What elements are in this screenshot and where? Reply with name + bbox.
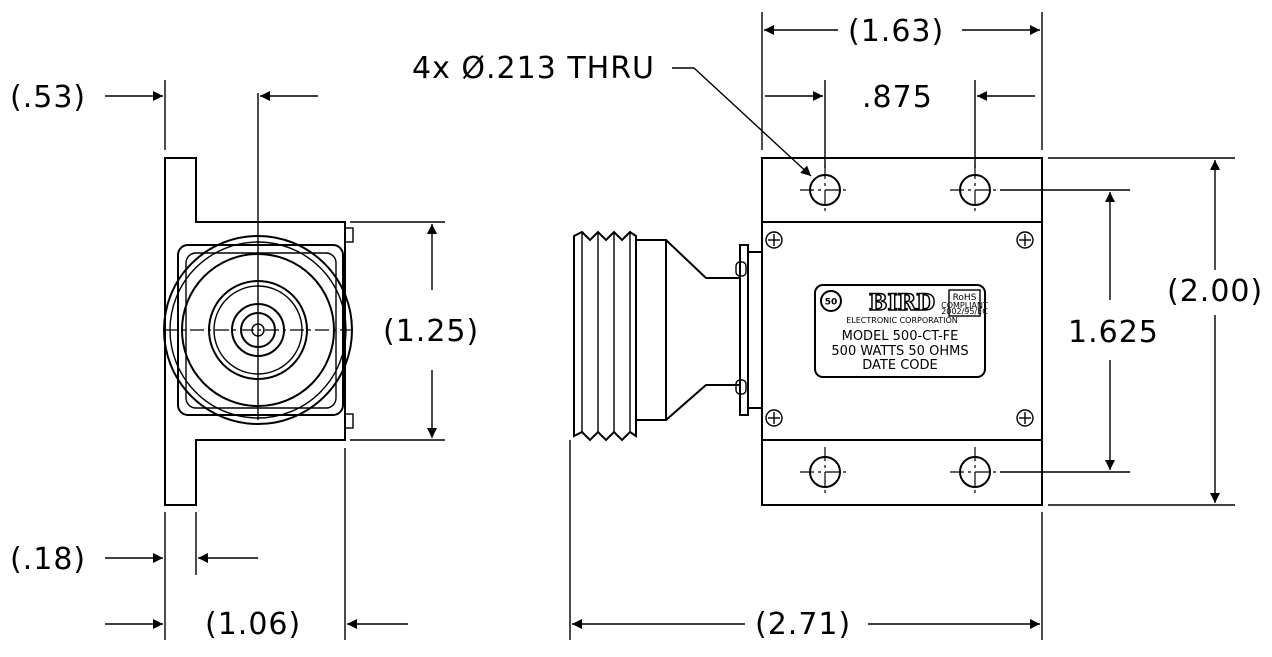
dim-body-width: (1.63) bbox=[848, 14, 944, 49]
end-view-screw-bottom bbox=[344, 413, 354, 429]
end-view-dimensions: (.53) (1.25) (.18) (1.06) bbox=[10, 80, 479, 642]
end-view-screw-top bbox=[344, 227, 354, 243]
dim-body-height: (2.00) bbox=[1167, 274, 1263, 309]
mounting-hole-bottom-left bbox=[800, 447, 850, 497]
rohs-sub1: COMPLIANT bbox=[941, 301, 988, 310]
dim-overall-length: (2.71) bbox=[755, 607, 851, 642]
dim-connector-height: (1.25) bbox=[383, 314, 479, 349]
cover-screw-br bbox=[1016, 409, 1034, 427]
dim-flange-offset: (.53) bbox=[10, 80, 86, 115]
company-name: ELECTRONIC CORPORATION bbox=[846, 316, 958, 325]
badge-text: 50 bbox=[825, 298, 838, 308]
mounting-hole-top-left bbox=[800, 165, 850, 215]
bird-logo: BIRD bbox=[869, 290, 935, 316]
end-view-flange bbox=[164, 157, 346, 506]
model-line: MODEL 500-CT-FE bbox=[842, 329, 959, 344]
side-view-connector bbox=[573, 230, 763, 442]
rating-line: 500 WATTS 50 OHMS bbox=[831, 344, 968, 359]
dim-hole-spacing-y: 1.625 bbox=[1068, 315, 1159, 350]
side-view-dimensions: (1.63) .875 4x Ø.213 THRU 1.625 (2.00) (… bbox=[412, 12, 1263, 642]
end-view bbox=[163, 93, 354, 506]
mounting-hole-bottom-right bbox=[950, 447, 1000, 497]
rohs-mark: RoHS bbox=[953, 293, 977, 303]
hole-callout: 4x Ø.213 THRU bbox=[412, 51, 655, 86]
rohs-sub2: 2002/95/EC bbox=[941, 307, 988, 316]
side-view: 50 BIRD RoHS COMPLIANT 2002/95/EC ELECTR… bbox=[573, 157, 1043, 506]
badge-50-icon bbox=[820, 290, 842, 312]
cover-screw-tr bbox=[1016, 231, 1034, 249]
dim-overall-depth: (1.06) bbox=[205, 607, 301, 642]
cover-screw-bl bbox=[765, 409, 783, 427]
dim-flange-thickness: (.18) bbox=[10, 542, 86, 577]
date-line: DATE CODE bbox=[862, 358, 938, 373]
cover-screw-tl bbox=[765, 231, 783, 249]
mounting-hole-top-right bbox=[950, 165, 1000, 215]
dim-hole-spacing-x: .875 bbox=[862, 80, 933, 115]
label-plate: 50 BIRD RoHS COMPLIANT 2002/95/EC ELECTR… bbox=[814, 284, 988, 378]
